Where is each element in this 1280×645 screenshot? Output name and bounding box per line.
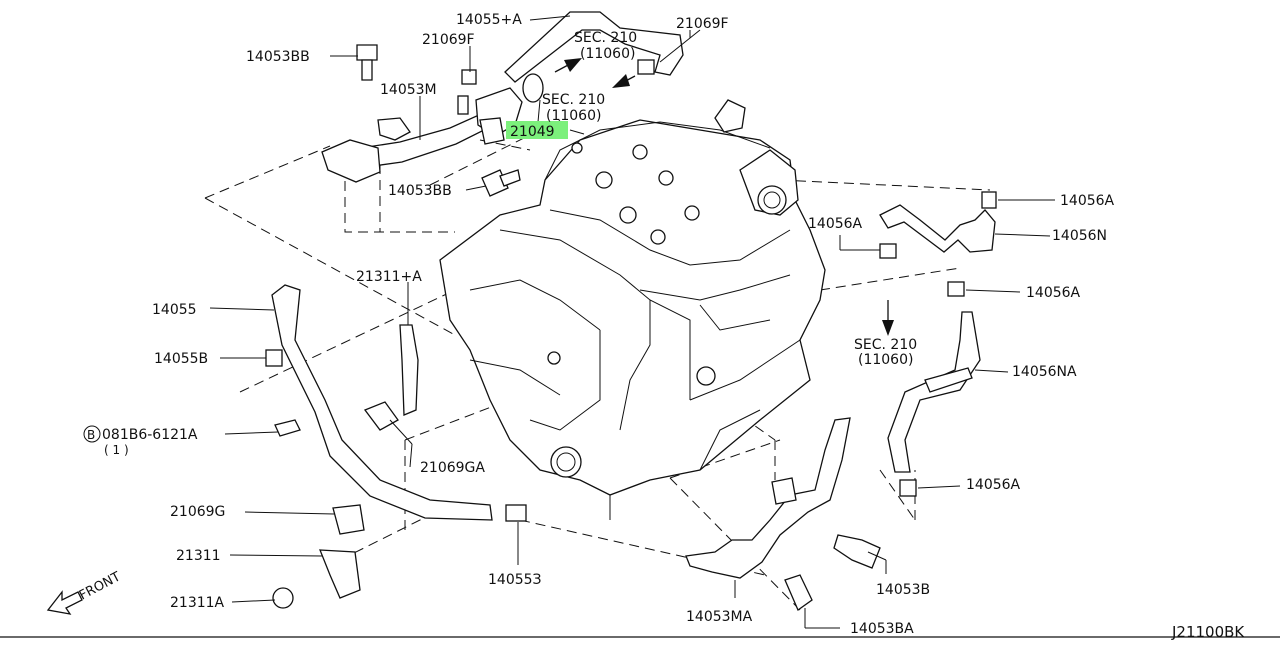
label-sec-upper-code[interactable]: (11060) [580, 46, 635, 62]
label-sec-right-code[interactable]: (11060) [858, 352, 913, 368]
label-clamp-f-right[interactable]: 21069F [676, 16, 729, 32]
bracket-21311-a [399, 324, 419, 416]
label-clamp-53[interactable]: 14055З [488, 572, 542, 588]
label-drawing-code: J21100BK [1171, 623, 1245, 640]
bolt-circle-marker [83, 425, 101, 443]
highlight-box [506, 121, 568, 139]
label-bolt-bb-mid[interactable]: 14053BB [388, 183, 452, 199]
label-front: FRONT [77, 569, 123, 603]
label-hose-lower[interactable]: 14055 [152, 302, 197, 318]
label-bracket-sa[interactable]: 21311A [170, 595, 225, 611]
label-hose-na[interactable]: 14056NA [1012, 364, 1077, 380]
label-clip-a-mid[interactable]: 14056A [1026, 285, 1081, 301]
leader-lines [0, 15, 1280, 638]
front-indicator: FRONT [46, 569, 123, 615]
label-hose-upper[interactable]: 14055+A [456, 12, 522, 28]
label-clamp-ga[interactable]: 21069GA [420, 460, 485, 476]
label-clip-a-left[interactable]: 14056A [808, 216, 863, 232]
label-bolt-ba[interactable]: 14053BA [850, 621, 914, 637]
upper-hoses [321, 11, 684, 197]
label-clip-a-top[interactable]: 14056A [1060, 193, 1115, 209]
front-arrow-icon [46, 590, 83, 615]
label-bolt-spec[interactable]: 081B6-6121A [102, 427, 198, 443]
label-bracket-a[interactable]: 21311+A [356, 269, 422, 285]
direction-arrows [554, 58, 894, 336]
label-clamp-g[interactable]: 21069G [170, 504, 225, 520]
label-bolt-circle[interactable]: B [87, 428, 95, 442]
label-sec-upper[interactable]: SEC. 210 [574, 30, 637, 46]
label-bolt-b[interactable]: 14053B [876, 582, 930, 598]
label-bolt-qty: ( 1 ) [104, 443, 129, 457]
lower-pipe [685, 417, 881, 611]
label-clamp-b[interactable]: 14055B [154, 351, 208, 367]
right-hoses [879, 191, 997, 497]
label-bolt-bb-top[interactable]: 14053BB [246, 49, 310, 65]
label-sec-right[interactable]: SEC. 210 [854, 337, 917, 353]
label-hose-n[interactable]: 14056N [1052, 228, 1107, 244]
label-bracket[interactable]: 21311 [176, 548, 221, 564]
label-sec-mid-code[interactable]: (11060) [546, 108, 601, 124]
label-sec-mid[interactable]: SEC. 210 [542, 92, 605, 108]
label-pipe-ma[interactable]: 14053MA [686, 609, 753, 625]
label-clamp-f-left[interactable]: 21069F [422, 32, 475, 48]
engine-block [439, 99, 826, 520]
labels: 14055+A 21069F 21069F 14053BB SEC. 210 (… [83, 12, 1245, 641]
label-clip-a-bottom[interactable]: 14056A [966, 477, 1021, 493]
label-highlight-part[interactable]: 21049 [510, 124, 555, 140]
label-pipe-m[interactable]: 14053M [380, 82, 437, 98]
left-lower-hose [265, 284, 527, 609]
